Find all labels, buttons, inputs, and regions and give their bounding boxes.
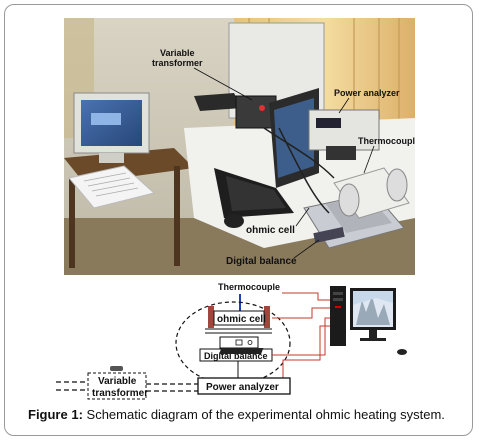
photo-label-digital-balance: Digital balance [226, 256, 297, 267]
caption-prefix: Figure 1: [28, 407, 83, 422]
lab-photo-drawing: Variable transformer Power analyzer Ther… [64, 18, 415, 275]
variable-transformer-device [235, 95, 277, 129]
power-analyzer-device [308, 109, 380, 151]
photo-label-thermocouple: Thermocouple [358, 136, 415, 146]
thermocouple-device [326, 146, 356, 160]
photo-label-ohmic-cell: ohmic cell [246, 225, 295, 236]
keyboard [194, 93, 242, 111]
photo-label-variable-2: transformer [152, 58, 203, 68]
caption-text: Schematic diagram of the experimental oh… [82, 407, 445, 422]
photo-label-variable-1: Variable [160, 48, 195, 58]
lab-photo: Variable transformer Power analyzer Ther… [64, 18, 415, 275]
photo-label-power-analyzer: Power analyzer [334, 88, 400, 98]
figure-caption: Figure 1: Schematic diagram of the exper… [28, 407, 445, 422]
mouse [224, 214, 244, 228]
